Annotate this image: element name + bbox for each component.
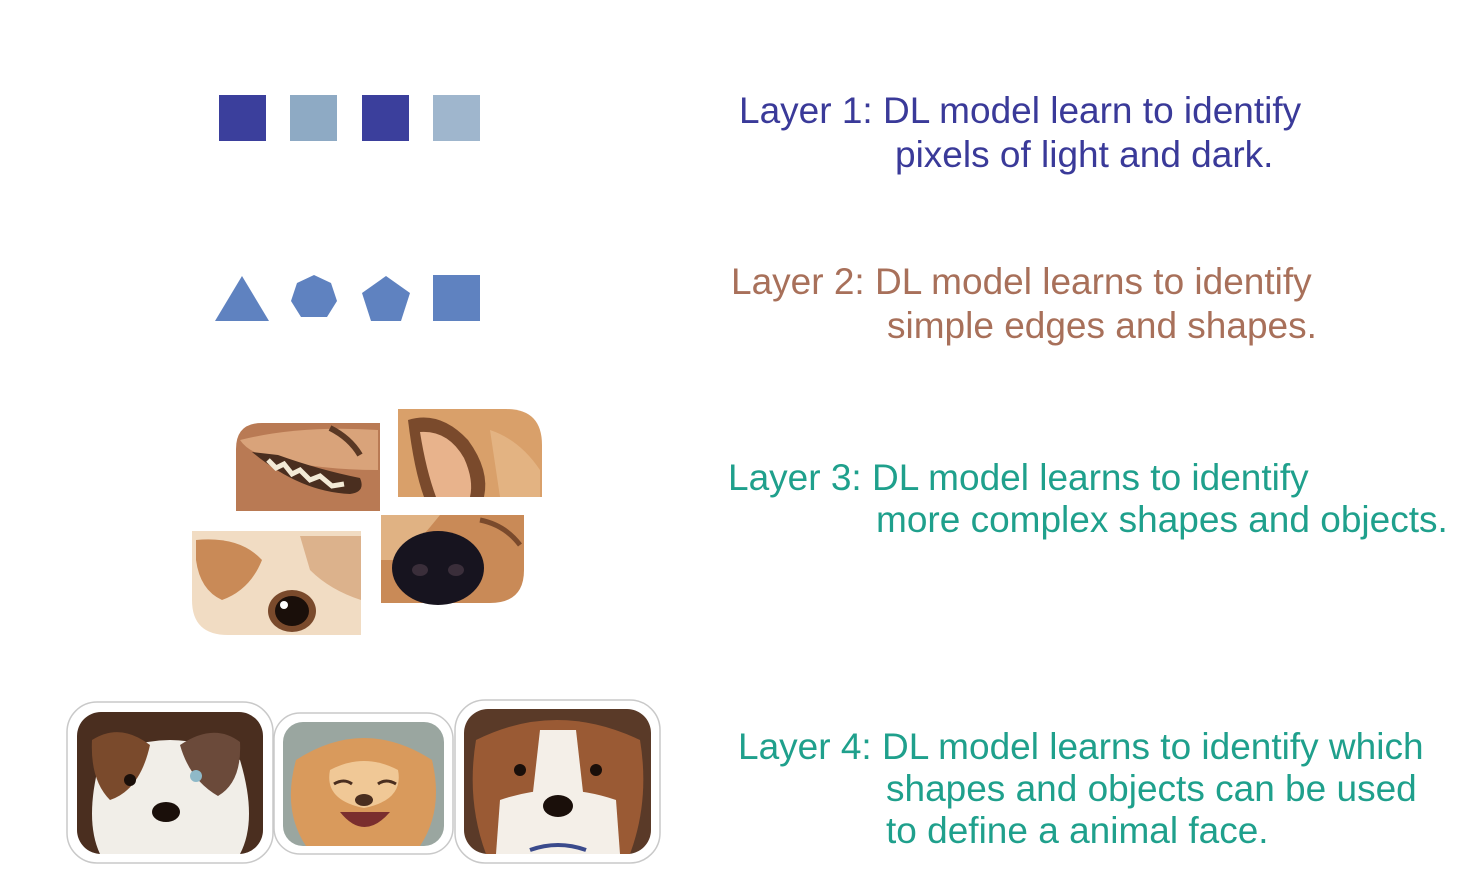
square-icon — [433, 275, 480, 321]
layer-3-caption-line2: more complex shapes and objects. — [876, 499, 1448, 540]
layer-2-caption: Layer 2: DL model learns to identify sim… — [731, 260, 1317, 348]
layer-4-caption: Layer 4: DL model learns to identify whi… — [738, 726, 1424, 852]
dog-nose-patch — [381, 515, 524, 605]
layer-3-patches — [192, 409, 542, 635]
layer-1-caption-line1: Layer 1: DL model learn to identify — [739, 90, 1302, 131]
dark-square-icon — [219, 95, 266, 141]
layer-4-caption-line1: Layer 4: DL model learns to identify whi… — [738, 726, 1424, 767]
heptagon-icon — [291, 275, 337, 317]
beagle-mix-face — [454, 699, 661, 864]
pentagon-icon — [362, 276, 410, 321]
layer-4-caption-line3: to define a animal face. — [886, 810, 1269, 851]
dog-ear-patch — [398, 409, 542, 497]
golden-retriever-face — [273, 712, 454, 855]
layer-2-caption-line1: Layer 2: DL model learns to identify — [731, 261, 1312, 302]
layer-4-caption-line2: shapes and objects can be used — [886, 768, 1417, 809]
layer-4-faces — [66, 699, 661, 864]
triangle-icon — [215, 276, 269, 321]
dog-eye-patch — [192, 531, 361, 635]
layer-3-caption-line1: Layer 3: DL model learns to identify — [728, 457, 1309, 498]
layer-1-caption-line2: pixels of light and dark. — [895, 134, 1274, 175]
dog-mouth-patch — [236, 423, 380, 511]
layer-2-caption-line2: simple edges and shapes. — [887, 305, 1317, 346]
layer-3-caption: Layer 3: DL model learns to identify mor… — [728, 457, 1448, 541]
light-square-icon — [290, 95, 337, 141]
light-square-icon — [433, 95, 480, 141]
layer-2-shapes — [215, 275, 480, 321]
layer-1-pixels — [219, 95, 480, 141]
dark-square-icon — [362, 95, 409, 141]
layer-1-caption: Layer 1: DL model learn to identify pixe… — [739, 89, 1301, 177]
australian-shepherd-face — [66, 701, 274, 864]
